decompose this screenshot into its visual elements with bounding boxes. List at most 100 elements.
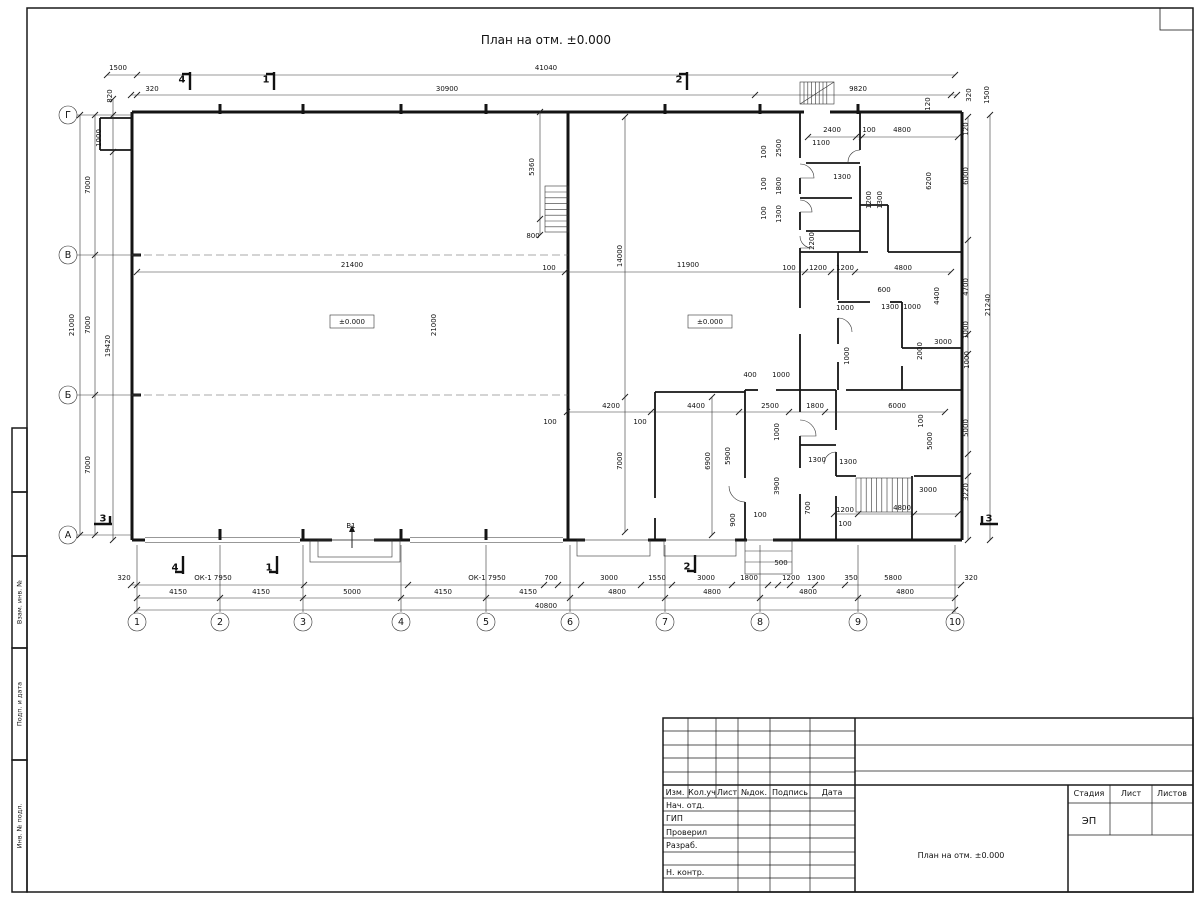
dim-tick — [76, 531, 84, 539]
axis-bubble — [391, 612, 411, 632]
dim-tick — [964, 330, 972, 338]
dim-tick — [964, 536, 972, 544]
axis-number: 4 — [398, 617, 404, 628]
door-arc — [847, 149, 861, 163]
column-mark — [399, 529, 403, 540]
dim-tick — [785, 408, 793, 416]
dim-tick — [133, 606, 141, 614]
rev-col-data: Дата — [822, 788, 843, 797]
dimension-label: 5900 — [724, 447, 732, 465]
dimension-label: 320 — [964, 574, 977, 582]
axis-bubble — [848, 612, 868, 632]
dimension-label: 1000 — [903, 303, 921, 311]
dim-tick — [827, 268, 835, 276]
dimension-label: 1100 — [812, 139, 830, 147]
dim-tick — [109, 536, 117, 544]
dimension-label: 100 — [753, 511, 766, 519]
dimension-label: 2500 — [775, 139, 783, 157]
stair-diagonal — [799, 81, 835, 105]
dimension-label: 100 — [760, 206, 768, 219]
dimension-label: 2000 — [916, 342, 924, 360]
dim-tick — [621, 528, 629, 536]
dimension-label: 500 — [774, 559, 787, 567]
dim-tick — [91, 251, 99, 259]
dim-tick — [554, 581, 562, 589]
dimension-label: 21240 — [984, 294, 992, 316]
dim-tick — [216, 594, 224, 602]
axis-bubble — [58, 245, 78, 265]
column-mark — [856, 104, 860, 114]
dimension-label: 1500 — [983, 86, 991, 104]
dimension-label: 1000 — [772, 371, 790, 379]
dimension-label: 700 — [544, 574, 557, 582]
dim-tick — [708, 393, 716, 401]
dimension-label: 6000 — [962, 167, 970, 185]
dimension-label: 21000 — [68, 314, 76, 336]
dimension-label: 4400 — [687, 402, 705, 410]
porch-steps — [744, 539, 793, 575]
dim-tick — [986, 111, 994, 119]
corner-box — [1159, 7, 1194, 31]
dim-tick — [127, 581, 135, 589]
margin-label-inv: Инв. № подл. — [16, 804, 24, 849]
dim-tick — [735, 408, 743, 416]
dimension-label: 120 — [924, 97, 932, 110]
dim-tick — [536, 108, 544, 116]
dim-tick — [540, 581, 548, 589]
dimension-label: 4200 — [602, 402, 620, 410]
dimension-label: 4 — [179, 75, 186, 86]
dim-tick — [91, 111, 99, 119]
door-arc — [837, 317, 853, 333]
dimension-label: 100 — [838, 520, 851, 528]
dim-tick — [986, 536, 994, 544]
dimension-label: 1800 — [806, 402, 824, 410]
dimension-label: 3 — [100, 514, 107, 525]
dimension-label: 2 — [676, 75, 683, 86]
dimension-label: 1200 — [782, 574, 800, 582]
dimension-label: 1200 — [809, 264, 827, 272]
column-mark — [301, 104, 305, 114]
dimension-label: 30900 — [436, 85, 458, 93]
axis-number: 8 — [757, 617, 763, 628]
dimension-label: 1800 — [775, 177, 783, 195]
dimension-label: 4800 — [799, 588, 817, 596]
dim-tick — [756, 594, 764, 602]
dim-tick — [728, 581, 736, 589]
dim-tick — [563, 408, 571, 416]
dim-tick — [708, 531, 716, 539]
axis-number: 2 — [217, 617, 223, 628]
porch — [663, 539, 737, 557]
door-arc — [728, 485, 746, 503]
axis-letter: Б — [65, 390, 72, 401]
dimension-label: 1550 — [648, 574, 666, 582]
dim-tick — [668, 581, 676, 589]
dimension-label: 9820 — [849, 85, 867, 93]
dim-tick — [133, 91, 141, 99]
dimension-label: 3000 — [600, 574, 618, 582]
stage-value: ЭП — [1082, 816, 1097, 827]
dimension-label: 1000 — [963, 351, 971, 369]
title-block-border — [662, 717, 1194, 893]
dimension-label: 800 — [526, 232, 539, 240]
axis-number: 7 — [662, 617, 668, 628]
dimension-label: 1200 — [836, 264, 854, 272]
role-proveril: Проверил — [666, 828, 707, 837]
dimension-label: 7000 — [84, 456, 92, 474]
column-mark — [218, 104, 222, 114]
column-mark — [399, 104, 403, 114]
dim-tick — [300, 581, 308, 589]
dimension-label: 3900 — [773, 477, 781, 495]
dimension-label: 600 — [877, 286, 890, 294]
dimension-label: 1000 — [836, 304, 854, 312]
dimension-label: 4800 — [893, 504, 911, 512]
porch — [309, 539, 401, 563]
dimension-label: 1000 — [843, 347, 851, 365]
dimension-label: 3 — [986, 514, 993, 525]
dim-tick — [957, 581, 965, 589]
dimension-label: 3000 — [919, 486, 937, 494]
role-nach-otd: Нач. отд. — [666, 801, 704, 810]
dim-tick — [397, 594, 405, 602]
dimension-label: 1800 — [740, 574, 758, 582]
dimension-label: 1300 — [839, 458, 857, 466]
